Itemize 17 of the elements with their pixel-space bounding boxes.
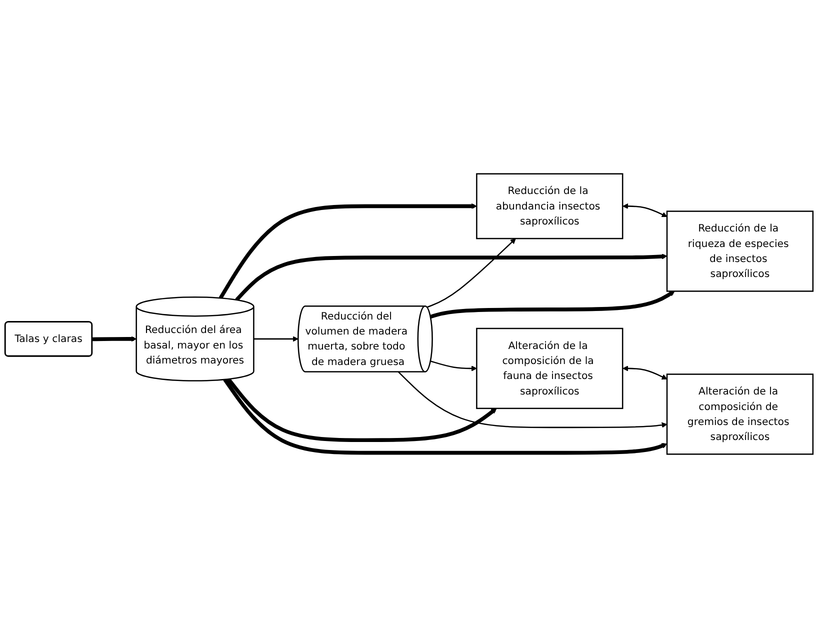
arrow [430, 290, 675, 319]
node-box: Reducción de la riqueza de especies de insectos saproxílicos [666, 210, 814, 292]
arrow [426, 238, 516, 308]
arrow [430, 360, 477, 372]
node-box: Reducción de la abundancia insectos saproxílicos [476, 173, 624, 240]
node-text: Reducción del volumen de madera muerta, sobre todo de madera gruesa [305, 310, 408, 368]
arrow [622, 203, 668, 218]
arrow [254, 336, 298, 342]
arrow [235, 254, 668, 302]
arrow [218, 203, 477, 300]
arrow [223, 378, 668, 455]
arrow [92, 336, 137, 342]
arrow [398, 371, 668, 428]
node-box: Alteración de la composición de la fauna de insectos saproxílicos [476, 328, 624, 410]
arrow [622, 366, 668, 380]
arrow [226, 378, 497, 442]
node-box: Alteración de la composición de gremios de insectos saproxílicos [666, 374, 814, 455]
